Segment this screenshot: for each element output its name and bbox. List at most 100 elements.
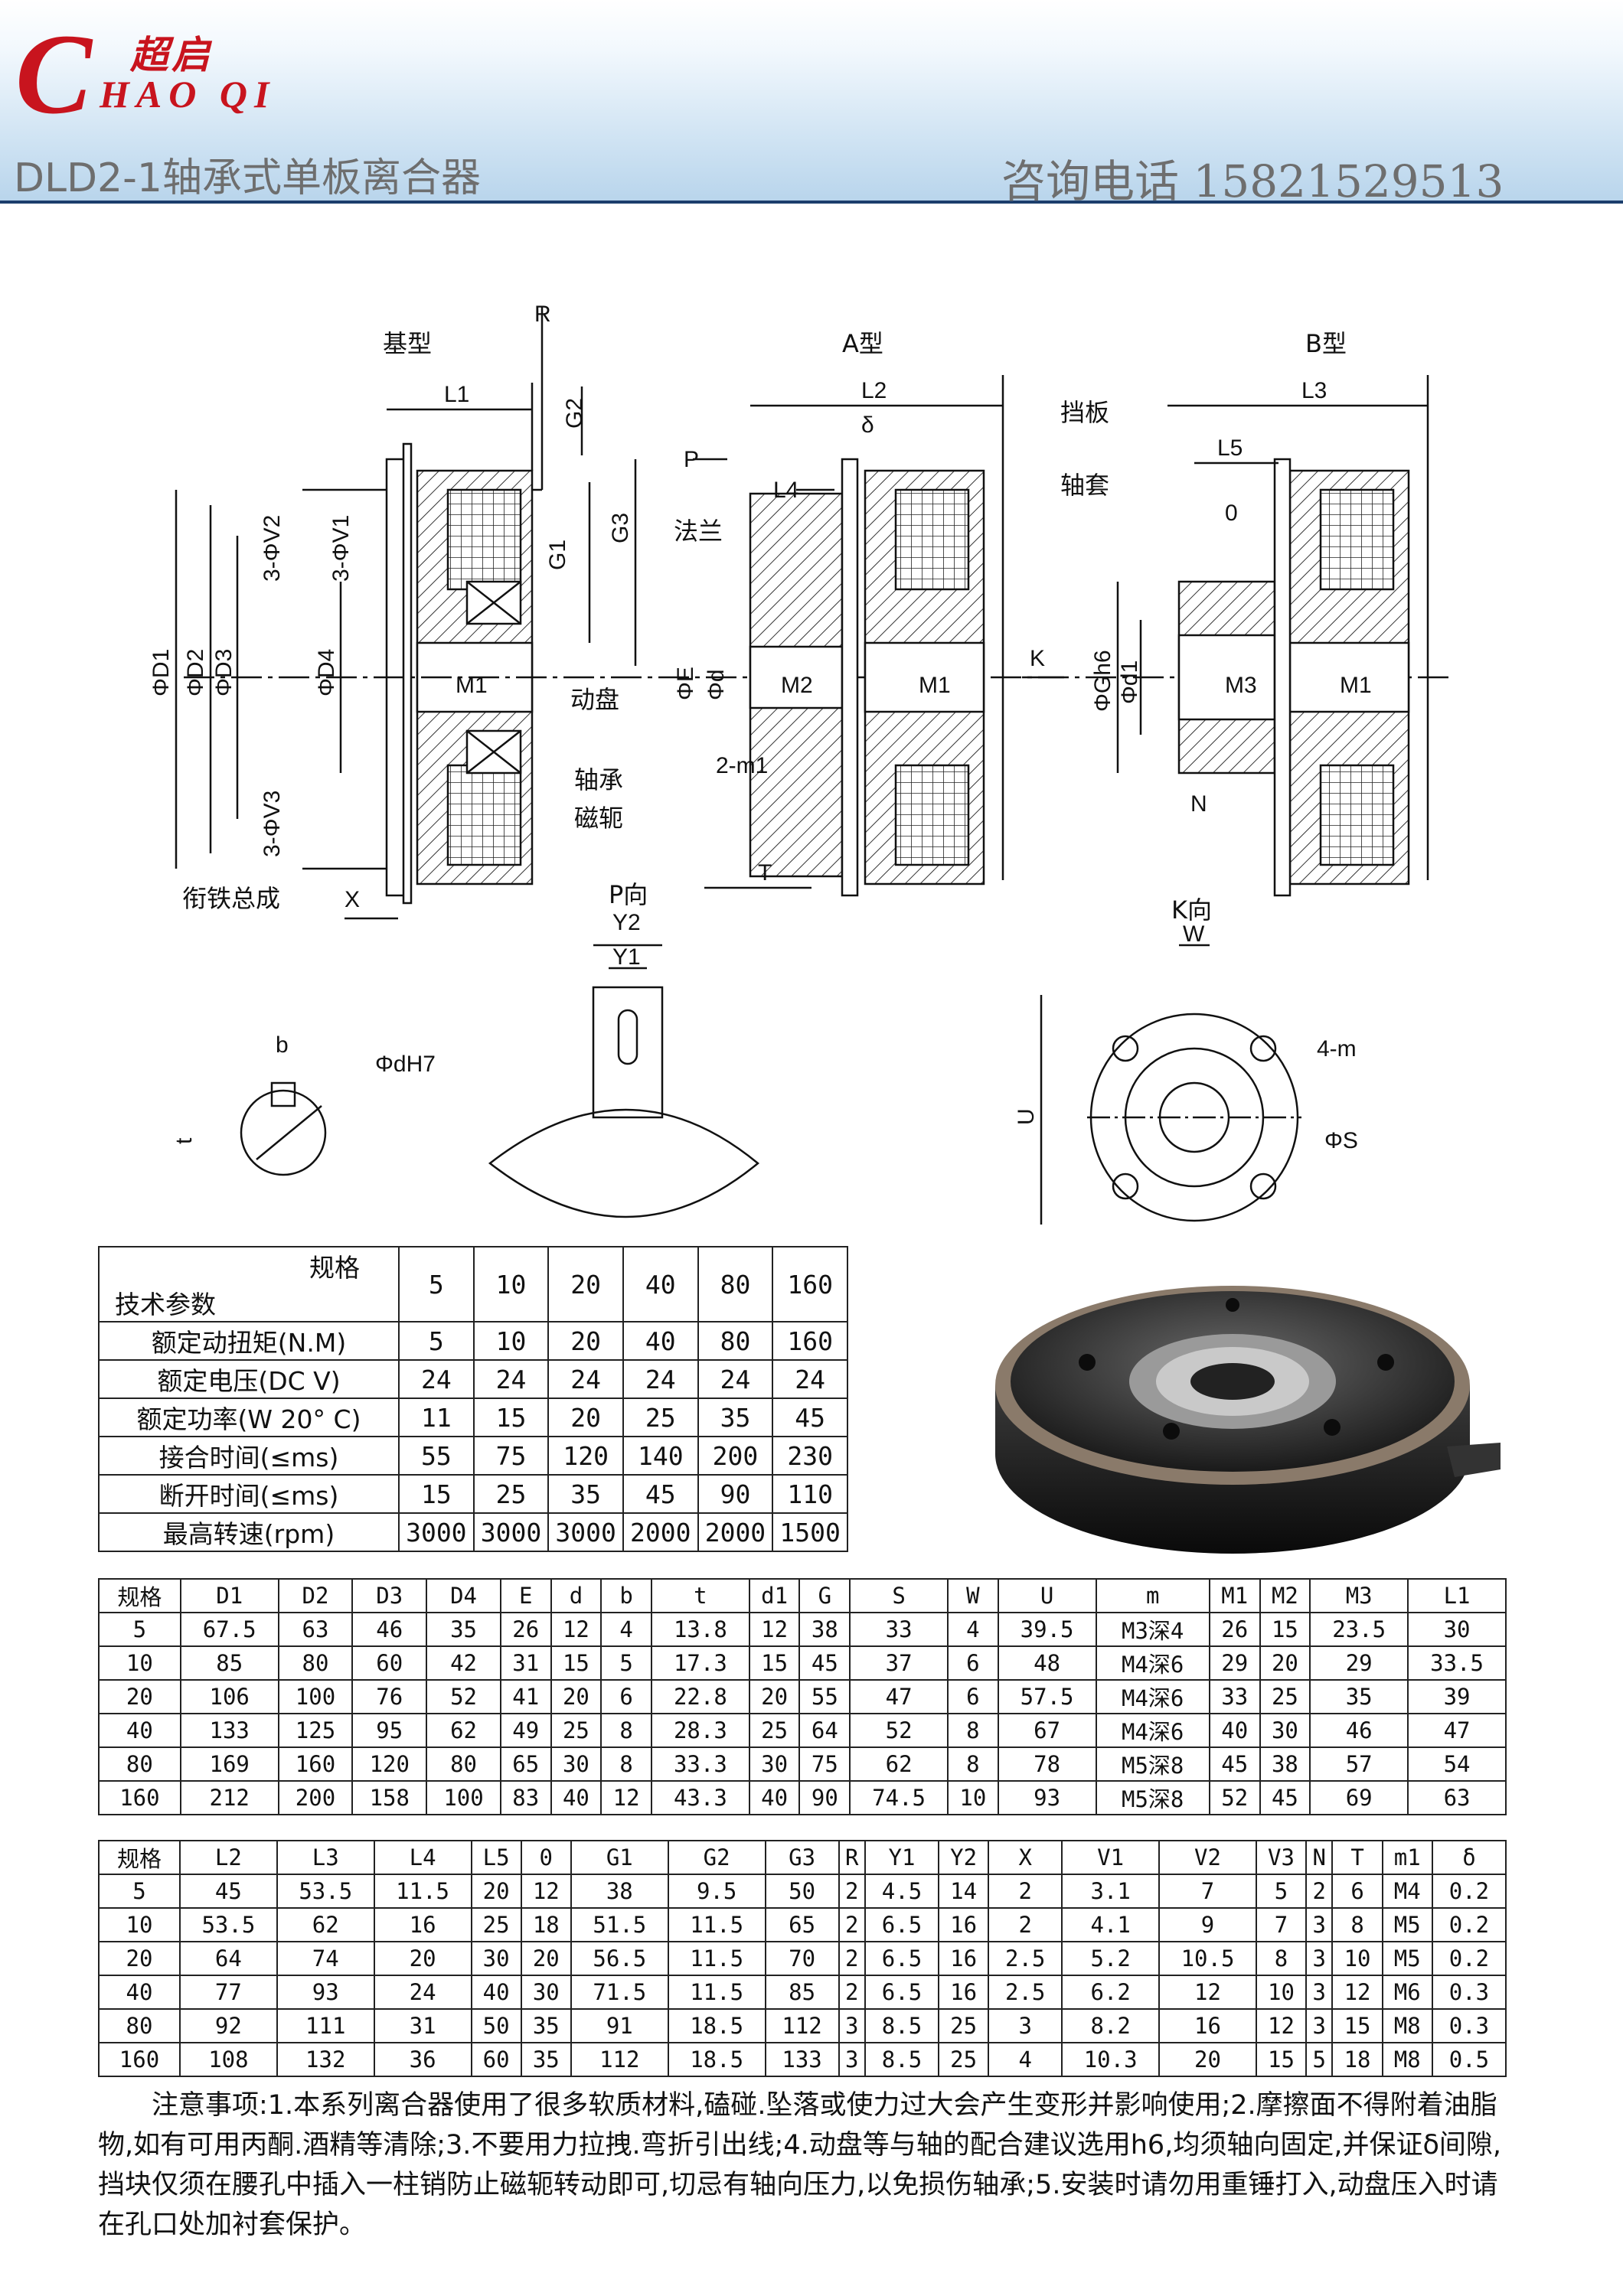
spec-size: 80 <box>697 1246 774 1322</box>
dim1-header-cell: D2 <box>277 1578 354 1613</box>
dim2-cell: 5.2 <box>1061 1941 1161 1976</box>
dim1-cell: 5 <box>600 1645 652 1681</box>
dim1-cell: 28.3 <box>650 1713 750 1748</box>
dim-g1: G1 <box>545 540 570 570</box>
dim1-cell: 40 <box>98 1713 181 1748</box>
dim2-cell: 12 <box>1255 2008 1308 2043</box>
dim2-cell: 3 <box>1305 1907 1334 1942</box>
p-view-drawing <box>240 944 759 1218</box>
spec-cell: 2000 <box>622 1512 699 1552</box>
dim2-cell: 9 <box>1158 1907 1257 1942</box>
technical-drawing: 基型 A型 B型 P向 K向 R L1 L2 L3 L4 L5 0 G1 G2 … <box>149 302 1455 1225</box>
dim2-cell: 30 <box>470 1941 522 1976</box>
dim2-cell: 74 <box>276 1941 375 1976</box>
dim1-cell: 100 <box>277 1679 354 1714</box>
dim-m1-base: M1 <box>456 673 488 698</box>
dim-l4: L4 <box>773 478 798 503</box>
dim1-cell: 63 <box>1407 1780 1507 1815</box>
dim1-cell: 212 <box>179 1780 279 1815</box>
dim1-cell: 10 <box>98 1645 181 1681</box>
dim2-header-cell: L4 <box>373 1840 472 1875</box>
dim1-header-cell: W <box>947 1578 999 1613</box>
dim1-cell: 85 <box>179 1645 279 1681</box>
spec-cell: 3000 <box>472 1512 550 1552</box>
dim2-cell: 60 <box>470 2042 522 2077</box>
dir-p: P <box>684 447 699 472</box>
dim2-header-cell: m1 <box>1381 1840 1433 1875</box>
dim-m2: M2 <box>781 673 813 698</box>
dim1-cell: M4深6 <box>1095 1645 1210 1681</box>
spec-header-row: 规格 技术参数 5 10 20 40 80 160 <box>98 1246 848 1322</box>
dim2-cell: 11.5 <box>667 1975 766 2010</box>
dim1-cell: 33 <box>849 1612 949 1647</box>
dim1-cell: 38 <box>798 1612 851 1647</box>
dim2-cell: 51.5 <box>570 1907 669 1942</box>
dim2-cell: 12 <box>1331 1975 1383 2010</box>
a-type-view-drawing <box>693 375 1064 897</box>
dim-m1-holes: 2-m1 <box>716 753 768 778</box>
dim-d1: ΦD1 <box>149 649 174 696</box>
dim1-cell: 160 <box>277 1746 354 1782</box>
dim1-cell: 125 <box>277 1713 354 1748</box>
dim2-header-cell: 0 <box>520 1840 572 1875</box>
dim2-cell: 0.3 <box>1431 2008 1507 2043</box>
dim1-cell: 20 <box>550 1679 603 1714</box>
dim2-cell: 6 <box>1331 1874 1383 1909</box>
dim1-cell: 45 <box>1208 1746 1261 1782</box>
dim1-cell: 25 <box>748 1713 801 1748</box>
dim-l3: L3 <box>1301 378 1327 403</box>
dim1-cell: 30 <box>748 1746 801 1782</box>
dim2-cell: 30 <box>520 1975 572 2010</box>
dim1-header-cell: S <box>849 1578 949 1613</box>
view-label-base: 基型 <box>383 329 432 358</box>
spec-corner-top: 规格 <box>309 1253 360 1283</box>
spec-cell: 24 <box>772 1359 848 1399</box>
dim1-cell: 65 <box>499 1746 552 1782</box>
spec-row-label: 额定电压(DC V) <box>98 1359 400 1399</box>
dim1-cell: 30 <box>1407 1612 1507 1647</box>
dim1-cell: 90 <box>798 1780 851 1815</box>
dim1-cell: 52 <box>426 1679 501 1714</box>
product-photo <box>995 1286 1501 1554</box>
dim2-header-cell: L2 <box>178 1840 278 1875</box>
dim1-cell: 45 <box>1259 1780 1311 1815</box>
dim-s: ΦS <box>1324 1128 1358 1153</box>
dim2-cell: 18.5 <box>667 2042 766 2077</box>
dim1-cell: 8 <box>947 1713 999 1748</box>
callout-dongpan: 动盘 <box>570 685 619 714</box>
dim2-cell: 53.5 <box>276 1874 375 1909</box>
spec-row-label: 最高转速(rpm) <box>98 1512 400 1552</box>
dim2-cell: 20 <box>1158 2042 1257 2077</box>
dim2-cell: 2 <box>838 1941 866 1976</box>
logo-letter: C <box>15 11 93 138</box>
dim2-cell: 15 <box>1331 2008 1383 2043</box>
dim1-cell: 23.5 <box>1309 1612 1409 1647</box>
spec-cell: 20 <box>547 1397 624 1437</box>
dim2-cell: 11.5 <box>667 1907 766 1942</box>
dim1-cell: 133 <box>179 1713 279 1748</box>
dim1-header-cell: d1 <box>748 1578 801 1613</box>
dim2-cell: 12 <box>1158 1975 1257 2010</box>
dim1-cell: 33.3 <box>650 1746 750 1782</box>
dim1-cell: 35 <box>426 1612 501 1647</box>
spec-cell: 1500 <box>772 1512 848 1552</box>
dim1-cell: 160 <box>98 1780 181 1815</box>
dim1-cell: 106 <box>179 1679 279 1714</box>
spec-row-label: 额定动扭矩(N.M) <box>98 1321 400 1361</box>
dim-l2: L2 <box>861 378 887 403</box>
dim2-header-cell: Y2 <box>937 1840 990 1875</box>
spec-cell: 45 <box>772 1397 848 1437</box>
dim2-cell: 3 <box>1305 1975 1334 2010</box>
spec-cell: 15 <box>472 1397 550 1437</box>
dim1-cell: 69 <box>1309 1780 1409 1815</box>
dir-k: K <box>1030 646 1045 671</box>
dim1-cell: 41 <box>499 1679 552 1714</box>
spec-size: 40 <box>622 1246 699 1322</box>
dim2-cell: 6.5 <box>864 1907 940 1942</box>
dim2-cell: 4.5 <box>864 1874 940 1909</box>
